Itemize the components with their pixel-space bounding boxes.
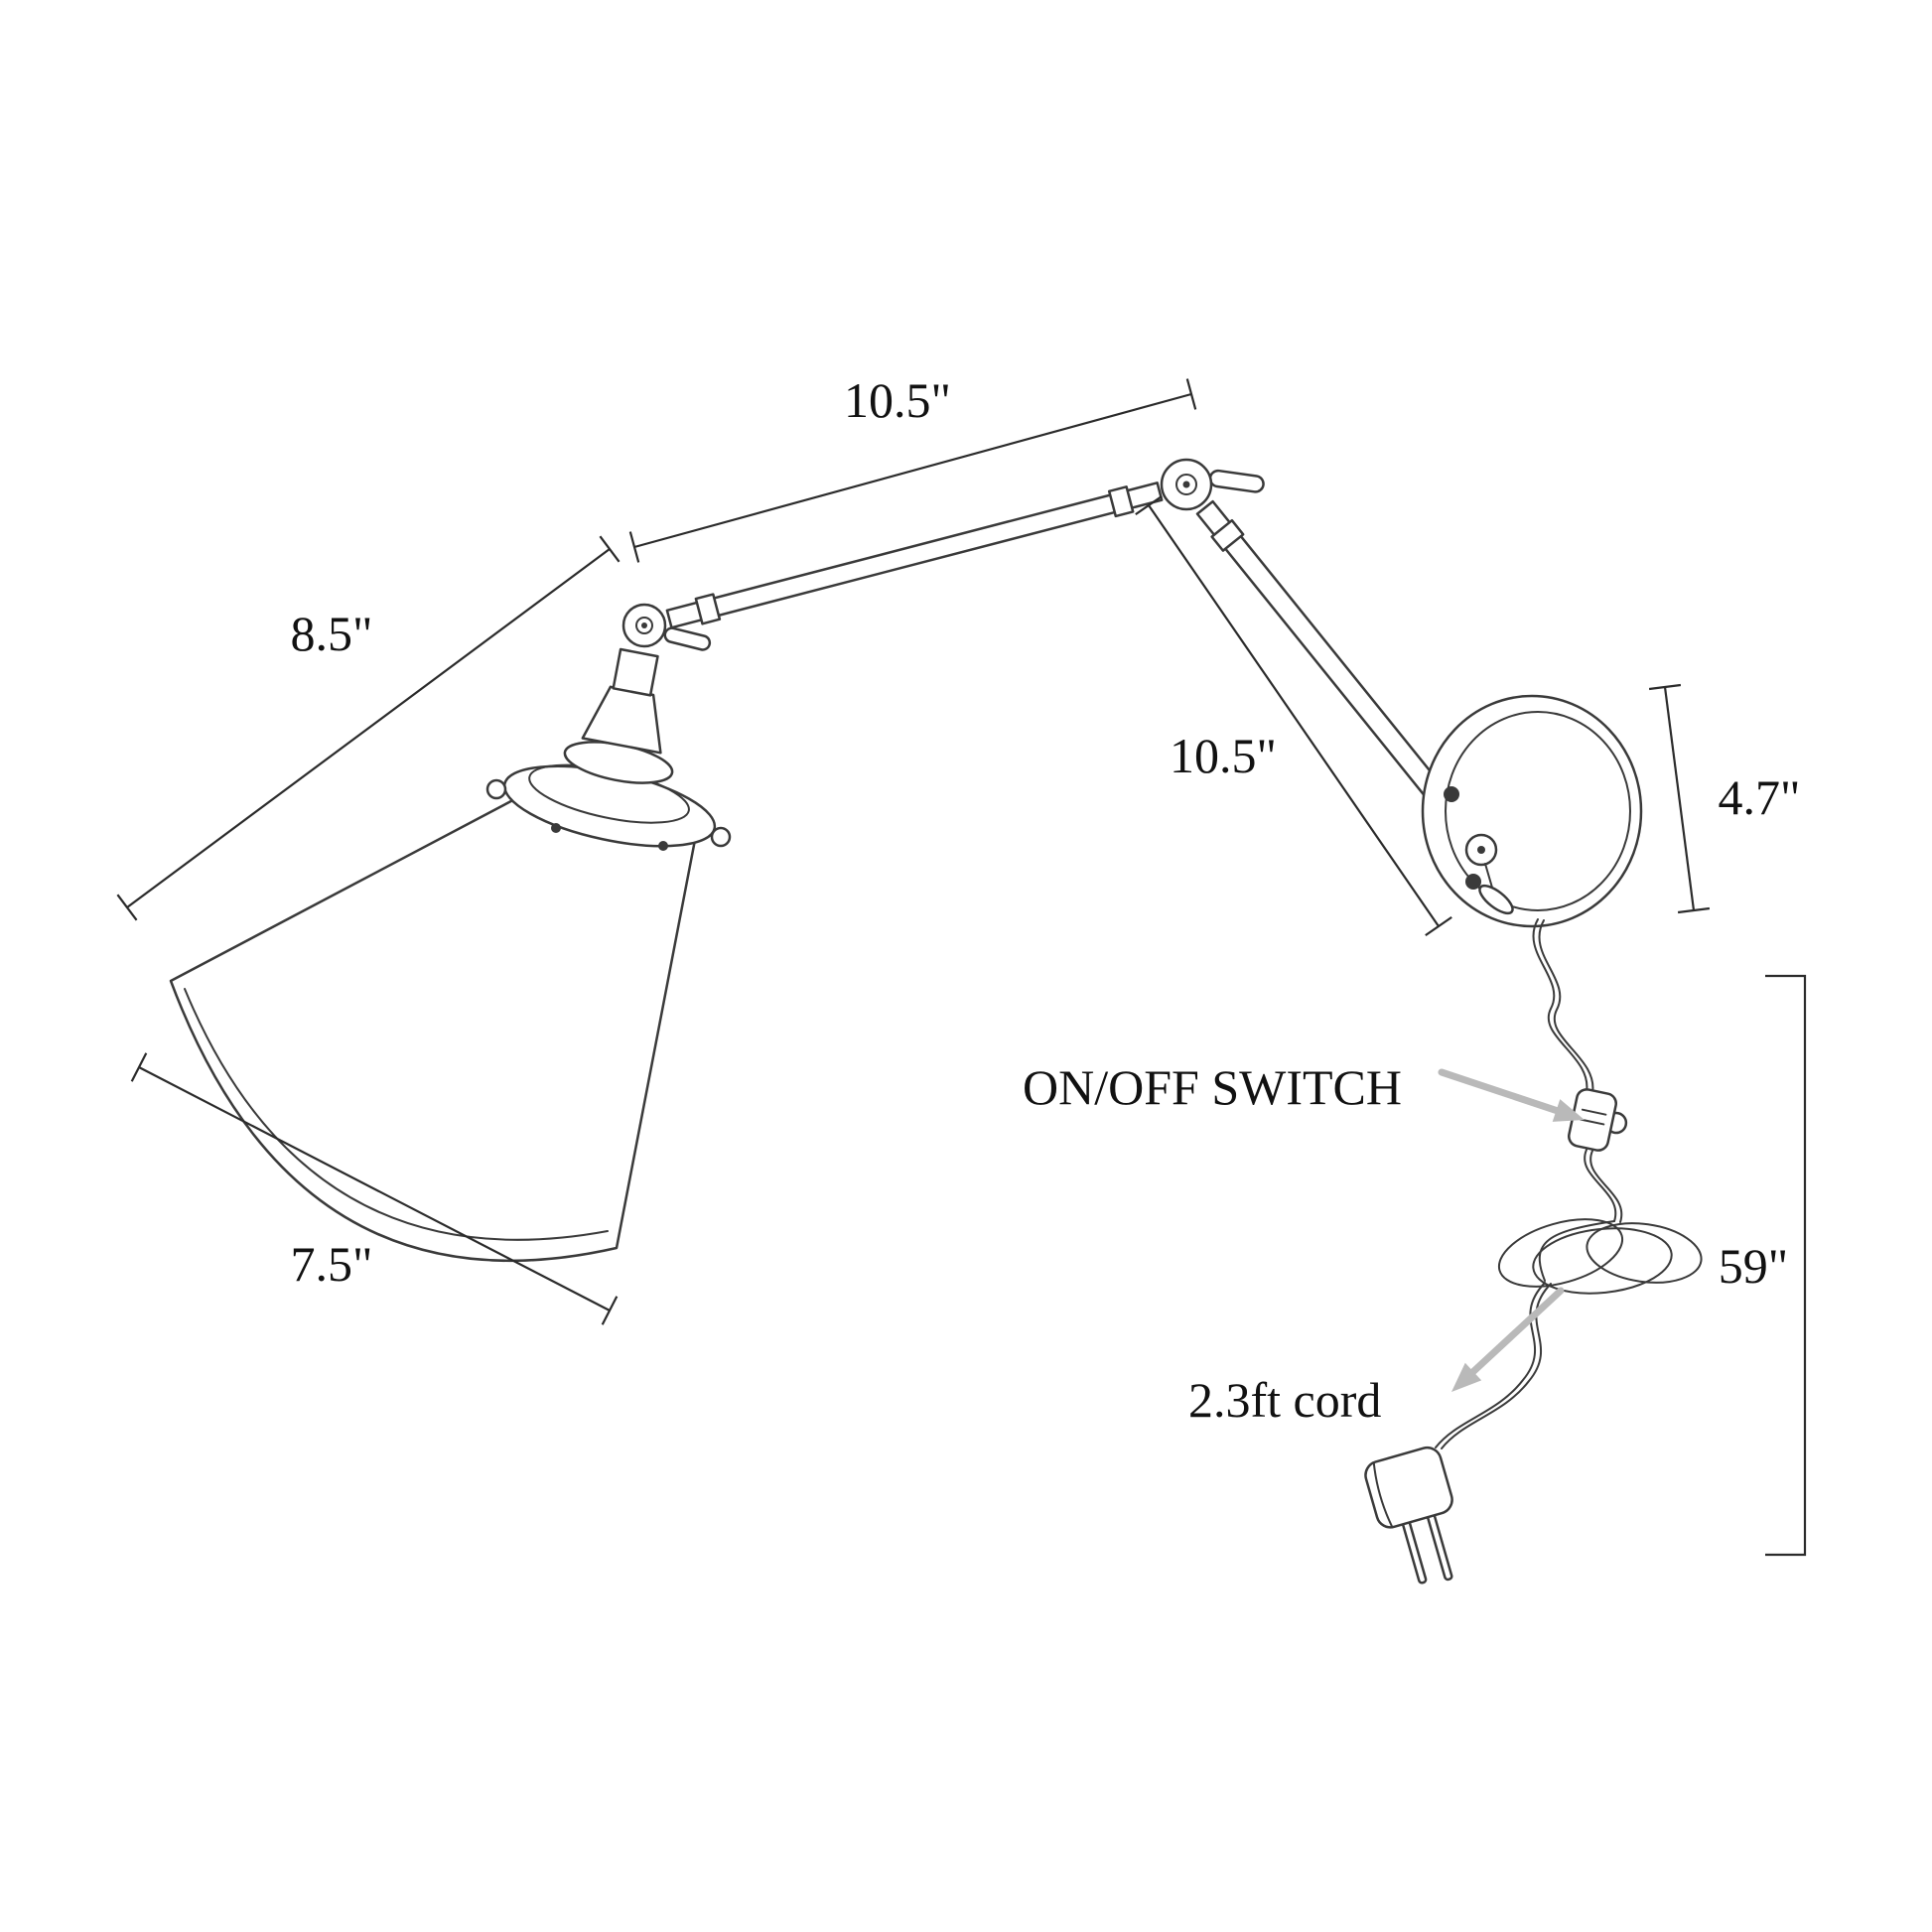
elbow-hub-inner [1175, 474, 1197, 495]
elbow-thumb-screw [1208, 469, 1265, 493]
plug-body [1364, 1446, 1453, 1529]
cord-lower-segment [1435, 1282, 1546, 1449]
dim-tick [628, 378, 1197, 563]
dim-tick [116, 535, 621, 921]
elbow-bolt [1182, 481, 1190, 488]
power-plug [1364, 1446, 1453, 1585]
cord-pointer-arrow [1451, 1287, 1565, 1392]
cord-upper-segment [1532, 918, 1588, 1093]
dimension-cord-drop [1765, 974, 1807, 1557]
dimension-label-cord-drop: 59" [1719, 1238, 1788, 1294]
dimension-lower-arm [1135, 494, 1452, 937]
canopy-outer [1421, 694, 1643, 928]
upper-arm-collar-elbow [1107, 485, 1135, 518]
shade-pivot-bolt [641, 622, 647, 628]
power-cord [1364, 918, 1703, 1585]
dim-tick [1135, 494, 1452, 937]
dim-line [1663, 686, 1696, 911]
canopy-screw-top [1444, 786, 1459, 802]
cord-coil [1497, 1218, 1703, 1295]
dim-tick [1648, 683, 1711, 914]
canopy-screw-bottom [1465, 874, 1481, 890]
fitter-set-screw-2 [658, 841, 668, 851]
upper-arm-bar [665, 482, 1164, 629]
annotation-arrows [1438, 1068, 1585, 1392]
dim-line [633, 392, 1192, 549]
shade-pivot-inner [635, 617, 653, 634]
dim-line [138, 1066, 611, 1311]
lamp-shade [169, 792, 697, 1262]
socket-neck [612, 647, 659, 697]
coil-loop-3 [1586, 1222, 1703, 1284]
plug-body-contour [1372, 1461, 1394, 1529]
canopy-inner [1445, 711, 1631, 911]
wall-canopy [1421, 694, 1643, 928]
coil-crossover [1538, 1220, 1615, 1282]
pivot-thumb-screw [663, 626, 712, 651]
dimension-label-lower-arm: 10.5" [1170, 728, 1277, 783]
dimension-shade-width [130, 1052, 619, 1325]
dimension-labels: 10.5" 8.5" 10.5" 4.7" 7.5" 59" ON/OFF SW… [291, 372, 1801, 1428]
dimension-upper-arm [628, 378, 1197, 563]
canopy-joint-bolt [1477, 846, 1485, 854]
dimension-lines [116, 378, 1807, 1557]
lower-arm-collar-elbow [1210, 518, 1245, 552]
upper-arm-collar-shade [694, 593, 722, 625]
shade-cone [169, 792, 697, 1262]
switch-arrow-shaft [1438, 1068, 1560, 1114]
inline-switch [1568, 1088, 1628, 1152]
lamp-artwork [169, 458, 1703, 1585]
fitter-side-screw-left [485, 778, 507, 800]
dimension-label-upper-arm: 10.5" [844, 372, 951, 428]
canopy-wing-stem [1484, 863, 1493, 889]
elbow-joint [1160, 458, 1265, 511]
switch-arrow-head [1552, 1099, 1585, 1122]
dim-bracket [1765, 974, 1807, 1557]
dim-line [126, 548, 611, 908]
switch-ridges [1579, 1108, 1607, 1126]
cord-annotation-label: 2.3ft cord [1188, 1372, 1381, 1428]
socket-assembly [485, 603, 732, 851]
dimension-label-canopy-diameter: 4.7" [1719, 769, 1801, 825]
dimension-label-shade-assembly: 8.5" [291, 606, 373, 661]
cord-mid-segment [1584, 1149, 1617, 1222]
coil-loop-1 [1497, 1218, 1624, 1288]
upper-arm [665, 482, 1164, 629]
shade-rim-inner [184, 988, 609, 1241]
dimension-label-shade-width: 7.5" [291, 1236, 373, 1292]
fitter-side-screw-right [710, 826, 732, 848]
switch-pointer-arrow [1438, 1068, 1585, 1122]
cord-arrow-head [1451, 1362, 1482, 1392]
dim-line [1148, 504, 1440, 927]
cord-arrow-shaft [1469, 1287, 1565, 1376]
plug-prong-left [1401, 1518, 1428, 1585]
coil-loop-2 [1532, 1227, 1673, 1295]
plug-prong-right [1426, 1510, 1453, 1582]
dimension-canopy-diameter [1648, 683, 1711, 914]
dim-tick [130, 1052, 619, 1325]
canopy-wing-screw [1478, 884, 1514, 915]
dimension-shade-assembly [116, 535, 621, 921]
switch-annotation-label: ON/OFF SWITCH [1023, 1059, 1402, 1115]
fitter-set-screw-1 [551, 823, 561, 833]
